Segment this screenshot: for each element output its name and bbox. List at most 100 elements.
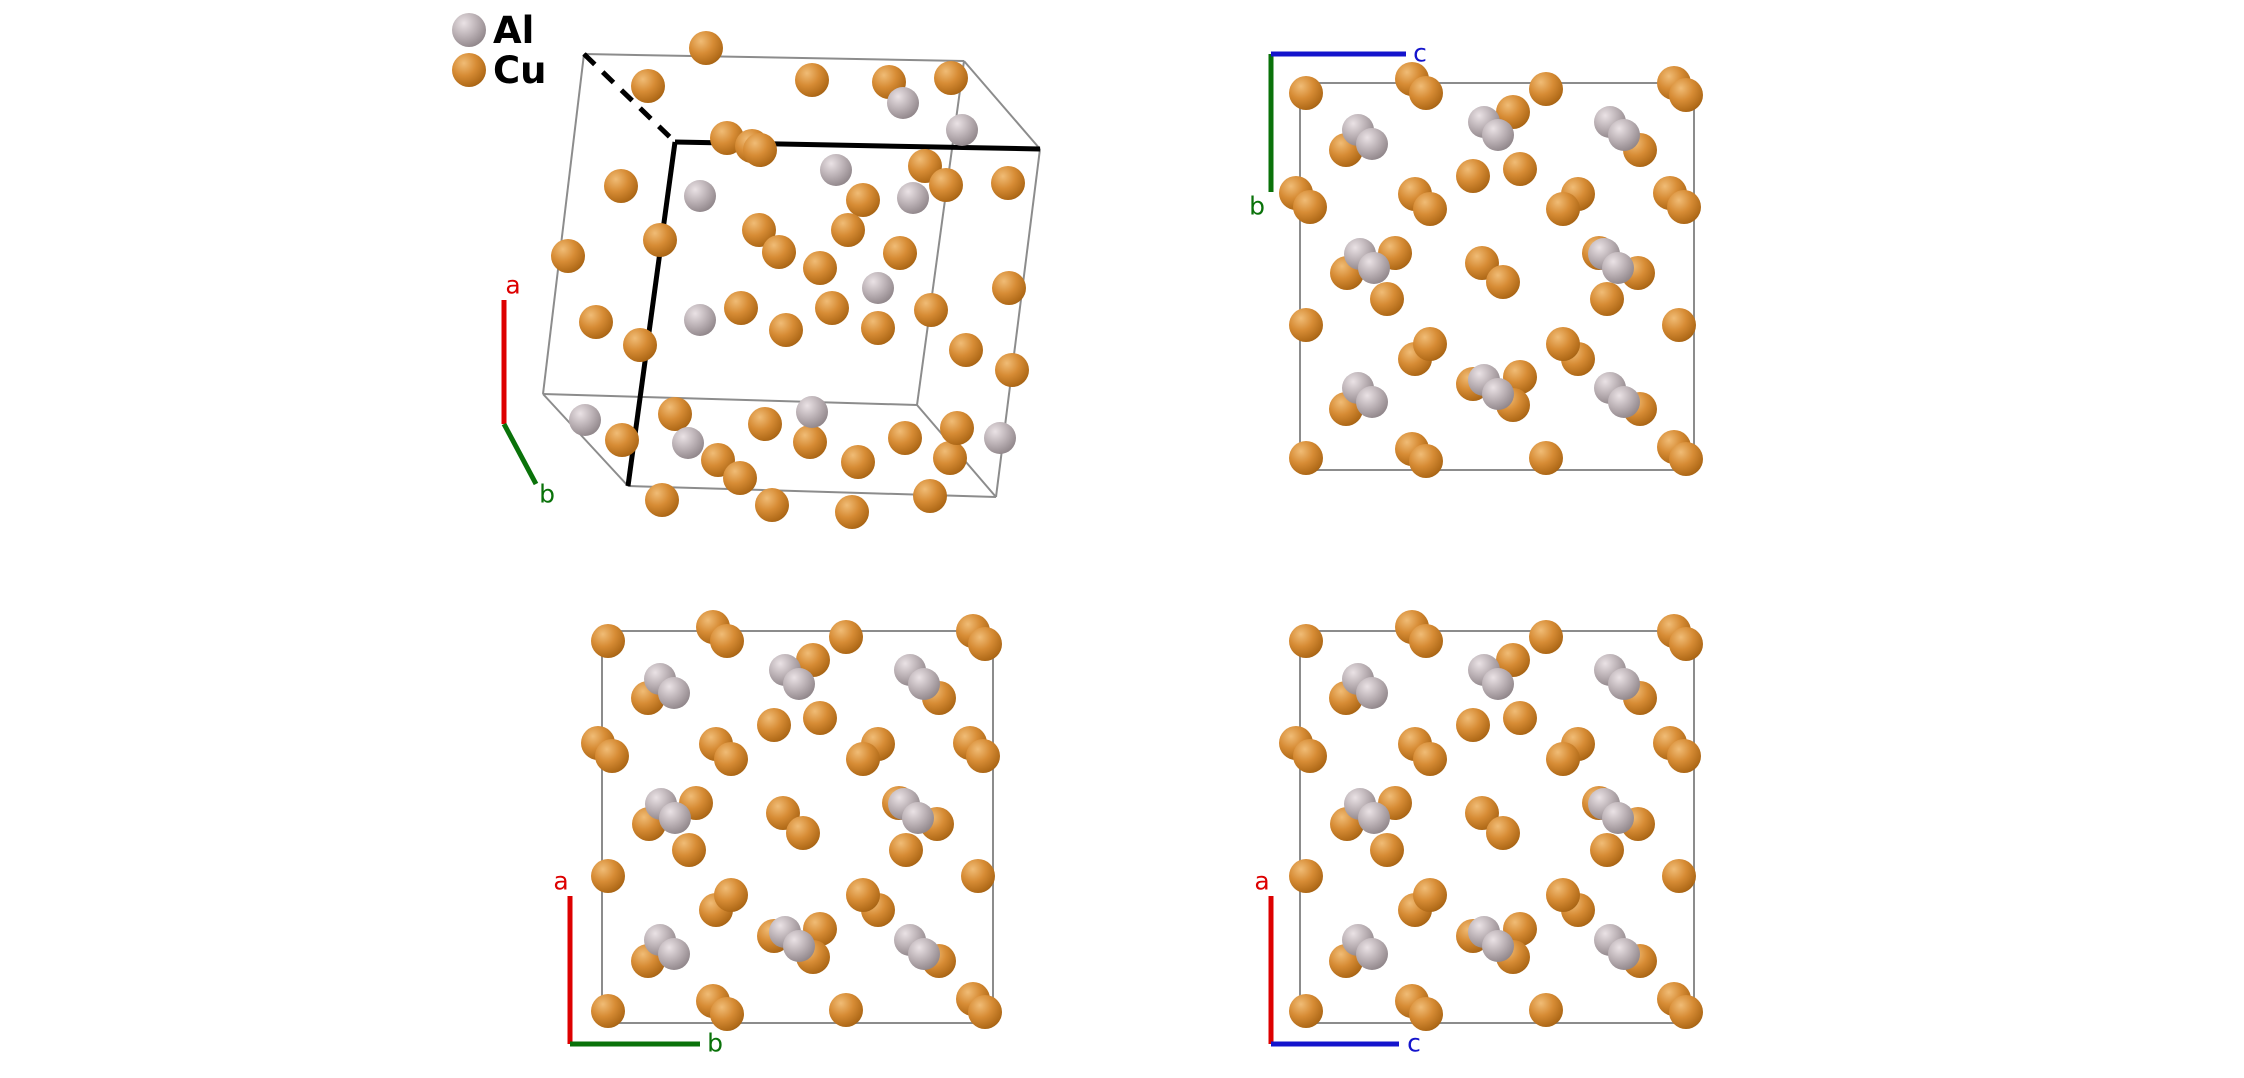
cu-atom <box>1413 741 1448 776</box>
cu-atom <box>551 239 585 273</box>
legend-item-al: Al <box>452 10 547 50</box>
cu-atom <box>714 741 749 776</box>
cell-edge <box>542 393 918 406</box>
axis-label-c: c <box>1413 38 1427 68</box>
cu-atom <box>710 623 745 658</box>
cu-atom <box>929 168 963 202</box>
cu-atom <box>1669 626 1704 661</box>
cu-atom <box>1288 859 1323 893</box>
al-atom <box>887 87 919 119</box>
cu-atom <box>1409 444 1444 479</box>
cu-atom <box>1288 307 1323 342</box>
cu-atom <box>846 878 881 913</box>
cell-edge-hidden <box>582 52 677 144</box>
cu-atom <box>1370 832 1405 867</box>
cu-atom <box>803 251 837 285</box>
cu-atom <box>968 995 1003 1030</box>
al-atom <box>1356 937 1389 970</box>
al-atom <box>659 801 692 834</box>
cu-atom <box>710 997 745 1032</box>
cu-atom <box>1409 997 1444 1032</box>
cu-atom <box>966 739 1001 774</box>
cu-atom-swatch <box>452 53 486 87</box>
cu-atom <box>803 701 838 736</box>
cu-atom <box>940 411 974 445</box>
cu-atom <box>815 291 849 325</box>
cell-edge <box>542 53 585 395</box>
al-atom <box>1608 937 1641 970</box>
cu-atom <box>1292 189 1327 224</box>
axis-label-b: b <box>707 1028 723 1058</box>
al-atom <box>569 404 601 436</box>
legend-label-al: Al <box>493 8 535 52</box>
al-atom <box>862 272 894 304</box>
al-atom <box>1482 119 1515 152</box>
cu-atom <box>1485 265 1520 300</box>
cu-atom <box>1546 326 1581 361</box>
cu-atom <box>590 994 625 1029</box>
legend: Al Cu <box>452 10 547 90</box>
cu-atom <box>1546 741 1581 776</box>
cu-atom <box>1370 281 1405 316</box>
al-atom <box>1356 676 1389 709</box>
cu-atom <box>1662 859 1697 893</box>
cu-atom <box>949 333 983 367</box>
al-atom <box>1357 251 1390 284</box>
cu-atom <box>724 291 758 325</box>
cu-atom <box>1529 993 1564 1028</box>
cu-atom <box>755 488 789 522</box>
cu-atom <box>1288 441 1323 476</box>
al-atom <box>782 667 815 700</box>
cell-edge <box>583 53 965 62</box>
cu-atom <box>1667 739 1702 774</box>
cu-atom <box>991 166 1025 200</box>
cu-atom <box>590 859 625 893</box>
cu-atom <box>723 461 757 495</box>
axis-label-a: a <box>505 270 521 300</box>
al-atom <box>1601 251 1634 284</box>
cu-atom <box>1669 995 1704 1030</box>
al-atom <box>984 422 1016 454</box>
al-atom <box>1482 377 1515 410</box>
cu-atom <box>762 235 796 269</box>
al-atom <box>672 427 704 459</box>
cu-atom <box>1456 158 1491 193</box>
al-atom <box>1608 667 1641 700</box>
cu-atom <box>1669 442 1704 477</box>
cu-atom <box>1288 75 1323 110</box>
al-atom <box>897 182 929 214</box>
cu-atom <box>623 328 657 362</box>
axis-label-a: a <box>553 866 569 896</box>
axis-label-a: a <box>1254 866 1270 896</box>
al-atom <box>782 929 815 962</box>
cu-atom <box>1667 189 1702 224</box>
cu-atom <box>1288 623 1323 658</box>
al-atom <box>1357 801 1390 834</box>
cu-atom <box>605 423 639 457</box>
cu-atom <box>658 397 692 431</box>
cu-atom <box>934 61 968 95</box>
cu-atom <box>968 626 1003 661</box>
cu-atom <box>604 169 638 203</box>
cu-atom <box>1288 994 1323 1029</box>
cu-atom <box>1485 815 1520 850</box>
cu-atom <box>1529 440 1564 475</box>
legend-label-cu: Cu <box>493 48 547 92</box>
cu-atom <box>1589 281 1624 316</box>
cu-atom <box>1413 326 1448 361</box>
cu-atom <box>631 69 665 103</box>
cu-atom <box>913 479 947 513</box>
cu-atom <box>1669 78 1704 113</box>
cu-atom <box>786 815 821 850</box>
cu-atom <box>769 313 803 347</box>
cu-atom <box>846 183 880 217</box>
al-atom <box>820 154 852 186</box>
cu-atom <box>835 495 869 529</box>
cu-atom <box>889 832 924 867</box>
cu-atom <box>861 311 895 345</box>
cu-atom <box>594 739 629 774</box>
cu-atom <box>671 832 706 867</box>
cu-atom <box>590 623 625 658</box>
